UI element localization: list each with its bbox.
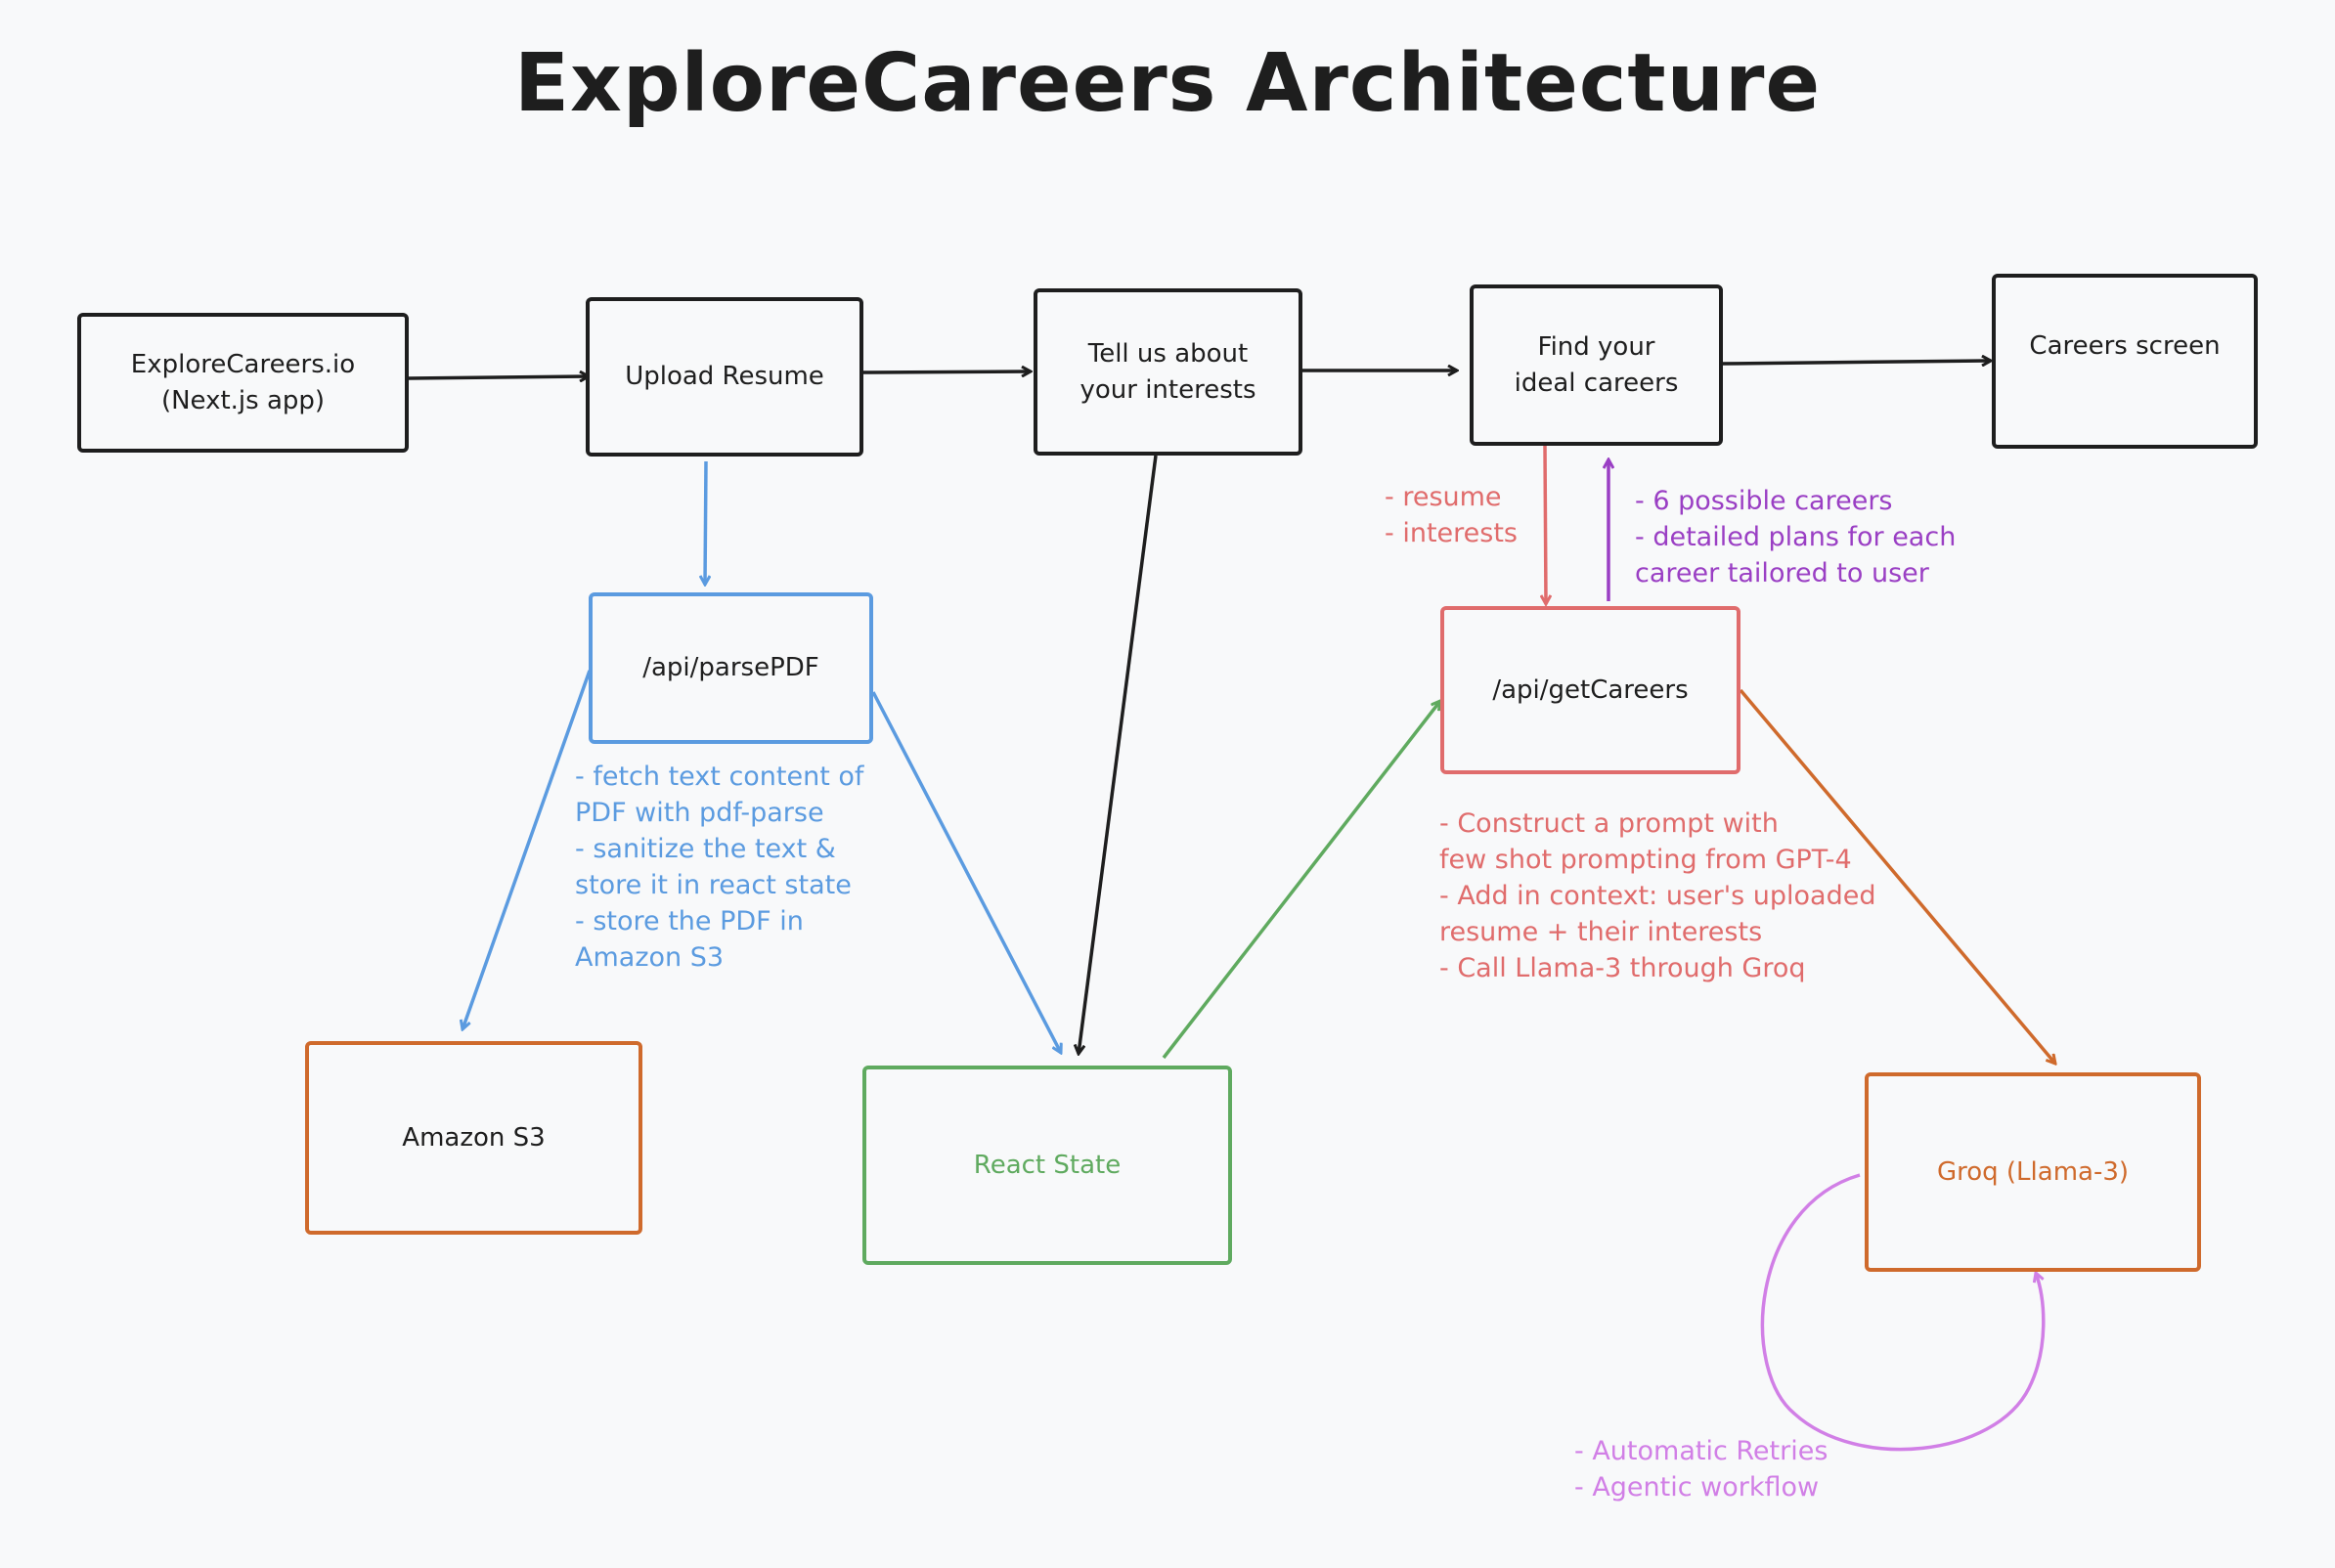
note-line: - Add in context: user's uploaded [1439,881,1876,911]
note-response-payload: - 6 possible careers - detailed plans fo… [1635,483,1956,591]
note-request-payload: - resume - interests [1385,479,1518,551]
node-explorecareers-app: ExploreCareers.io (Next.js app) [77,313,409,453]
note-line: - sanitize the text & [575,834,836,864]
node-label: Tell us about your interests [1079,338,1256,405]
arrow-parsepdf-to-s3 [463,670,592,1029]
note-line: - interests [1385,518,1518,548]
arrow-getcareers-to-groq [1739,688,2055,1064]
note-line: - Agentic workflow [1574,1472,1820,1503]
note-line: few shot prompting from GPT-4 [1439,845,1852,875]
note-line: - 6 possible careers [1635,486,1893,516]
note-line: - detailed plans for each [1635,522,1957,552]
note-line: store it in react state [575,870,852,900]
arrow-app-to-upload [408,376,589,378]
note-getcareers: - Construct a prompt with few shot promp… [1439,806,1876,986]
node-label: /api/getCareers [1492,675,1689,705]
groq-retry-loop [1760,1173,2046,1452]
node-label: Find your ideal careers [1514,331,1679,398]
note-line: Amazon S3 [575,942,725,973]
node-careers-screen: Careers screen [1992,274,2258,449]
note-line: - store the PDF in [575,906,804,936]
node-label: React State [973,1150,1122,1180]
note-line: - Automatic Retries [1574,1436,1828,1466]
node-groq-llama3: Groq (Llama-3) [1865,1072,2201,1272]
note-line: - resume [1385,482,1502,512]
note-line: career tailored to user [1635,558,1929,588]
node-tell-us-interests: Tell us about your interests [1034,288,1302,456]
note-parsepdf: - fetch text content of PDF with pdf-par… [575,759,863,976]
note-line: - Construct a prompt with [1439,808,1779,839]
node-upload-resume: Upload Resume [586,297,863,457]
node-label: /api/parsePDF [642,653,819,682]
node-label: Upload Resume [625,362,824,391]
note-groq: - Automatic Retries - Agentic workflow [1574,1433,1828,1505]
node-label: Groq (Llama-3) [1936,1156,2130,1187]
arrow-parsepdf-to-react-state [871,691,1061,1053]
node-amazon-s3: Amazon S3 [305,1041,642,1235]
node-react-state: React State [862,1066,1232,1265]
note-line: PDF with pdf-parse [575,798,824,828]
note-line: resume + their interests [1439,917,1763,947]
arrow-react-state-to-getcareers [1162,701,1440,1060]
arrow-interests-to-react-state [1079,455,1158,1054]
node-api-getcareers: /api/getCareers [1440,606,1740,774]
arrow-find-to-getcareers [1545,445,1546,604]
note-line: - Call Llama-3 through Groq [1439,953,1806,983]
node-label: Amazon S3 [402,1122,546,1153]
note-line: - fetch text content of [575,762,864,792]
arrow-upload-to-parsepdf [705,460,706,585]
node-api-parsepdf: /api/parsePDF [589,592,873,744]
node-label: ExploreCareers.io (Next.js app) [130,349,356,415]
arrow-find-to-careers-screen [1722,361,1991,364]
node-label: Careers screen [2029,331,2221,361]
node-find-ideal-careers: Find your ideal careers [1470,284,1723,446]
arrow-upload-to-interests [862,371,1031,372]
page-title: ExploreCareers Architecture [513,37,1822,130]
